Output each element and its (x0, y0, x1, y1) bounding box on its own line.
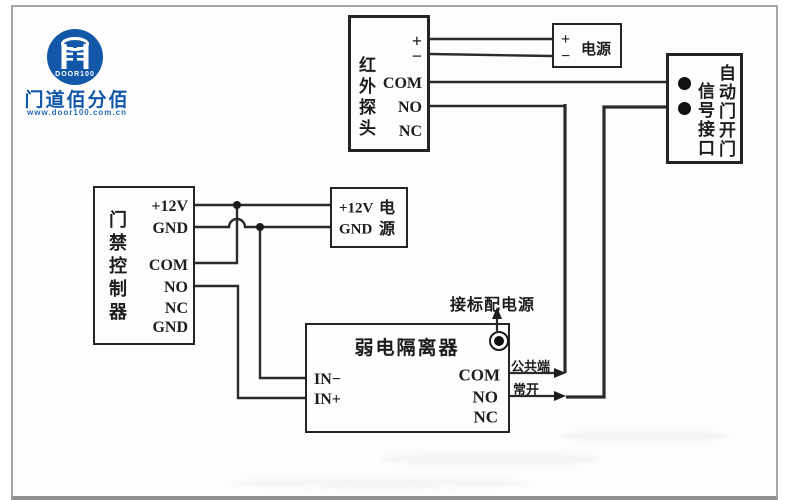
wire-vertical-right (566, 105, 666, 399)
logo-url: www.door100.com.cn (27, 108, 127, 117)
infrared-terminal-com: COM (382, 75, 422, 92)
interface-dot-terminal (678, 77, 691, 90)
interface-title-right: 自动门开门 (716, 64, 735, 159)
connector-core-dot (494, 336, 504, 346)
right-arrowhead-icon (554, 368, 566, 378)
infrared-detector-box: 红外探头 + − COM NO NC (348, 15, 430, 152)
access-controller-box: 门禁控制器 +12V GND COM NO NC GND (93, 186, 195, 345)
controller-terminal-com: COM (148, 257, 188, 274)
power-top-terminal-minus: − (561, 48, 571, 65)
photo-border (11, 5, 778, 500)
controller-terminal-gnd2: GND (152, 319, 188, 336)
isolator-terminal-in-plus: IN+ (314, 391, 341, 408)
infrared-terminal-minus: − (411, 46, 422, 66)
wire-gnd-to-inminus (258, 228, 305, 380)
power-top-terminal-plus: + (561, 31, 571, 48)
wire-infrared-minus-to-power (429, 52, 553, 58)
isolator-terminal-com: COM (458, 365, 500, 385)
door100-logo (47, 29, 103, 85)
infrared-terminal-plus: + (411, 31, 422, 51)
isolator-power-connector (489, 331, 509, 351)
watermark-smudge (560, 430, 730, 442)
power-supply-top-box: + − 电源 (552, 23, 622, 68)
interface-title-left: 信号接口 (695, 82, 714, 158)
power-supply-mid-box: +12V 电 GND 源 (330, 187, 408, 248)
power-mid-gnd: GND (339, 221, 373, 238)
isolator-title: 弱电隔离器 (354, 338, 460, 359)
wire-controller-no-to-inplus (195, 284, 305, 400)
logo-brand-en: DOOR100 (55, 71, 95, 78)
up-arrowhead-icon (492, 307, 502, 319)
controller-title: 门禁控制器 (107, 210, 127, 325)
isolator-box: 弱电隔离器 IN− IN+ COM NO NC (305, 323, 510, 433)
door-glyph-icon (61, 37, 89, 69)
infrared-terminal-no: NO (398, 99, 422, 116)
controller-terminal-no: NO (164, 279, 188, 296)
controller-terminal-nc: NC (164, 300, 188, 317)
junction-dot (256, 223, 264, 231)
junction-dot (233, 201, 241, 209)
controller-terminal-12v: +12V (151, 198, 188, 215)
logo-brand-cn: 门道佰分佰 (24, 90, 130, 111)
common-terminal-label: 公共端 (511, 359, 551, 374)
isolator-terminal-in-minus: IN− (314, 371, 341, 388)
isolator-terminal-no: NO (472, 387, 499, 407)
power-mid-12v: +12V (339, 200, 374, 217)
interface-dot-terminal (678, 102, 691, 115)
power-mid-dian: 电 (379, 200, 396, 217)
right-arrowhead-icon (554, 391, 566, 401)
wire-controller-com-link (195, 205, 239, 265)
door-interface-box: 自动门开门 信号接口 (666, 53, 743, 164)
power-note-label: 接标配电源 (450, 297, 536, 314)
isolator-terminal-nc: NC (473, 407, 498, 427)
watermark-smudge (380, 452, 600, 466)
infrared-title: 红外探头 (356, 56, 375, 140)
power-top-title: 电源 (581, 42, 612, 58)
normally-open-label: 常开 (513, 382, 540, 397)
watermark-smudge (230, 478, 530, 488)
controller-terminal-gnd1: GND (152, 220, 188, 237)
power-mid-yuan: 源 (379, 221, 396, 238)
infrared-terminal-nc: NC (398, 123, 422, 140)
